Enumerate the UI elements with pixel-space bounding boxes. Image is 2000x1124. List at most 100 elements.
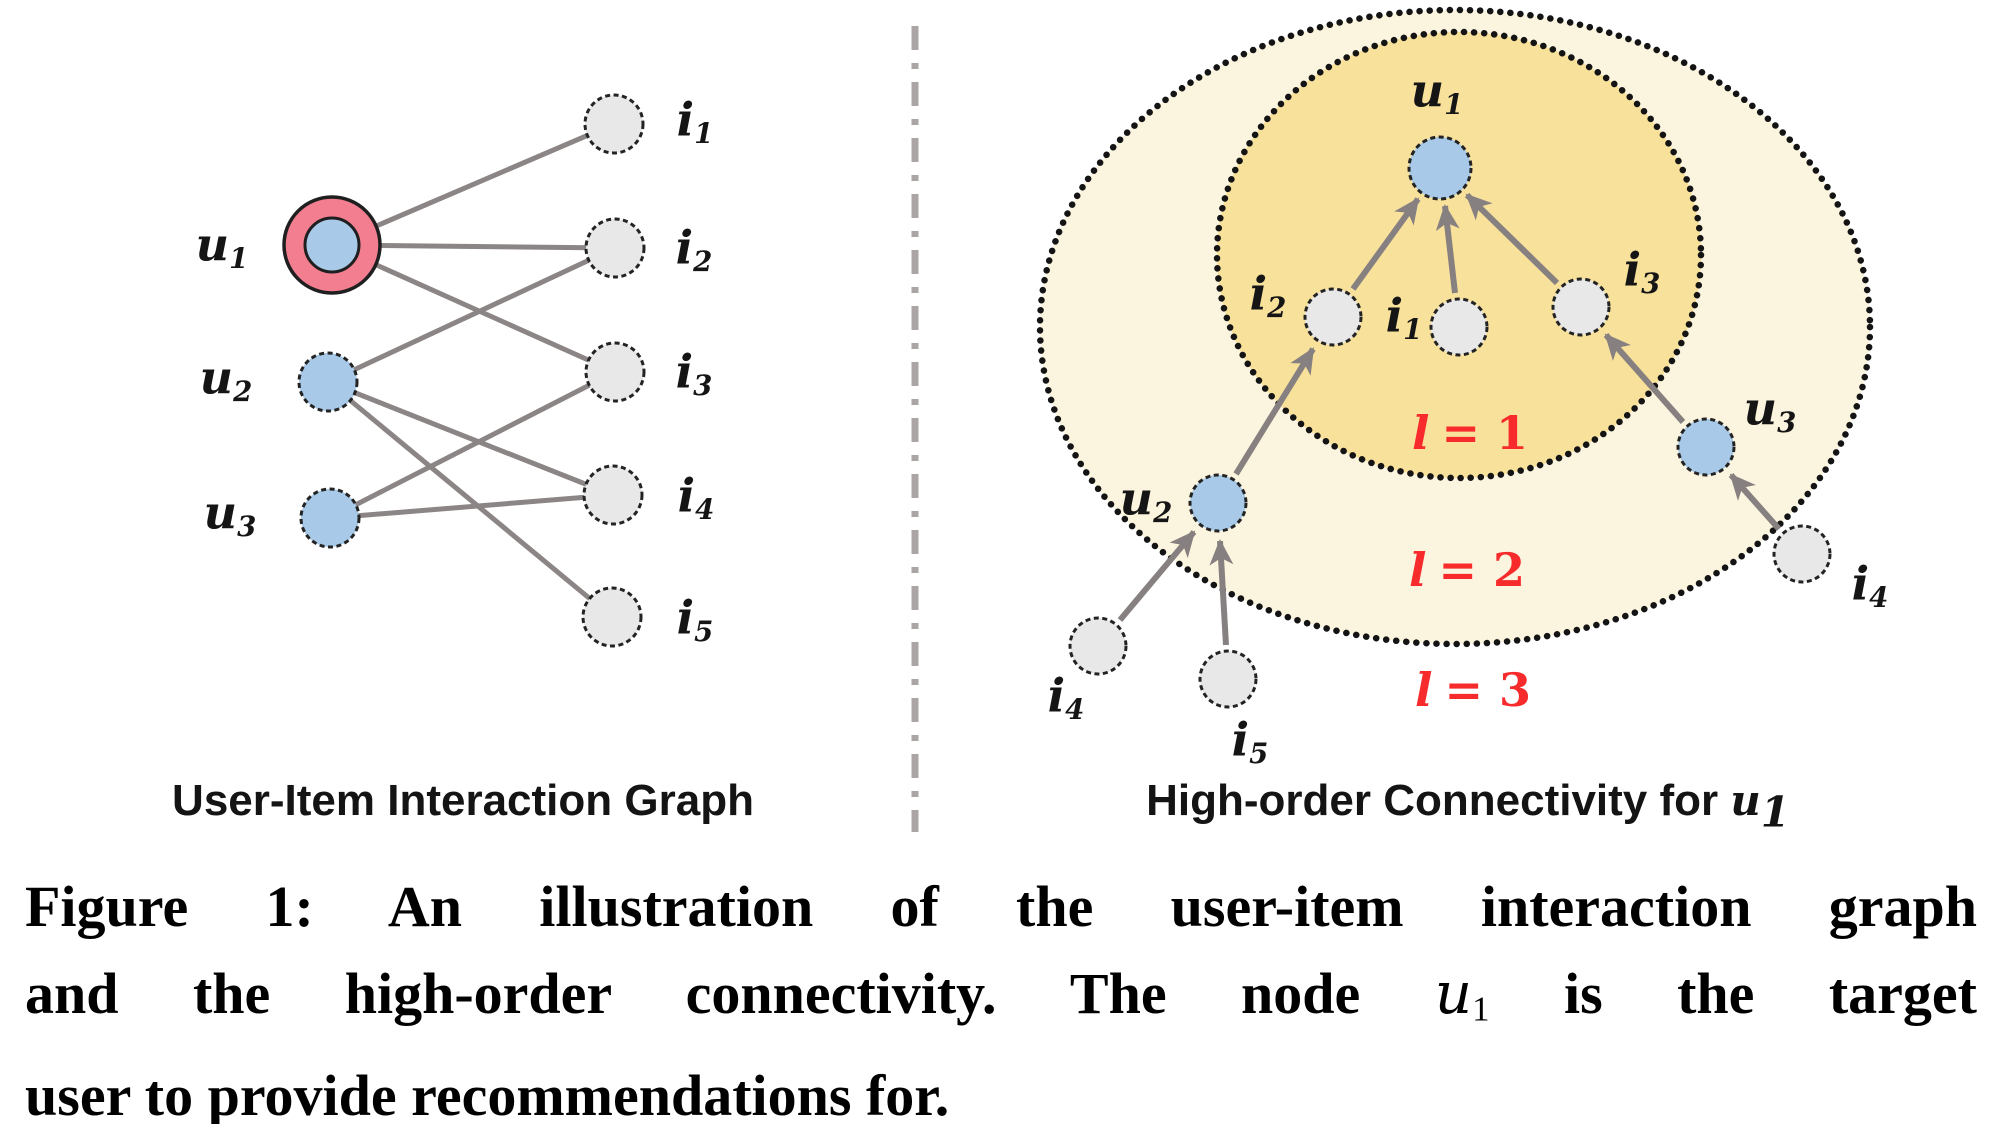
label-u1-left-sub: 1 (229, 242, 249, 276)
label-u2-left: u2 (200, 354, 253, 405)
label-u3-left-base: u (203, 485, 238, 540)
edge-u1-i3 (330, 242, 617, 375)
label-u3-left-sub: 3 (237, 510, 257, 544)
label-i1-left-base: i (676, 92, 695, 147)
label-i3-right-base: i (1623, 242, 1642, 297)
level-label-l3: l= 3 (1415, 667, 1531, 713)
label-i4-left-base: i (677, 468, 696, 523)
label-i1-left-sub: 1 (694, 117, 714, 151)
label-i2-right-base: i (1249, 266, 1268, 321)
label-u2-right-base: u (1119, 471, 1154, 526)
arrow-i1-to-u1 (1435, 204, 1460, 294)
arrow-i5-to-u2 (1209, 539, 1234, 646)
figure-caption-line2-pre: and the high-order connectivity. The nod… (25, 961, 1435, 1026)
node-i2-right (1303, 287, 1363, 347)
figure-caption-line2-math-sub: 1 (1472, 989, 1490, 1029)
figure-caption: Figure 1: An illustration of the user-it… (25, 864, 1977, 1124)
arrow-i2-to-u1 (1350, 197, 1421, 291)
level-l2-symbol: l (1408, 543, 1427, 597)
node-i4b-right (1772, 524, 1832, 584)
edge-u1-i1 (331, 121, 615, 248)
level1-dotted-ellipse (1213, 28, 1705, 482)
figure-caption-line2-post: is the target (1489, 961, 1977, 1026)
label-i1-right-base: i (1385, 288, 1404, 343)
label-i3-left-base: i (675, 344, 694, 399)
label-i3-left: i3 (676, 348, 713, 399)
node-i5-right (1198, 649, 1258, 709)
label-i5-right: i5 (1232, 716, 1269, 767)
label-i5-left-base: i (676, 590, 695, 645)
figure-caption-line3: user to provide recommendations for. (25, 1062, 950, 1124)
node-i3-right (1551, 277, 1611, 337)
label-i1-left: i1 (677, 96, 714, 147)
figure-caption-line2-math-base: u (1434, 959, 1473, 1027)
label-i5-left-sub: 5 (694, 615, 714, 649)
node-i1-left (583, 93, 645, 155)
edge-u3-i3 (328, 369, 617, 521)
node-u1-right (1407, 135, 1473, 201)
label-i4a-right: i4 (1048, 672, 1085, 723)
label-u2-right: u2 (1120, 475, 1173, 526)
edge-u2-i4 (327, 379, 614, 498)
node-i4a-right (1068, 616, 1128, 676)
figure-caption-line1: Figure 1: An illustration of the user-it… (25, 874, 1977, 939)
label-i4b-right-base: i (1851, 556, 1870, 611)
label-i4a-right-base: i (1047, 668, 1066, 723)
label-i3-right: i3 (1624, 246, 1661, 297)
level-l1-symbol: l (1411, 406, 1430, 460)
left-panel-caption: User-Item Interaction Graph (172, 776, 754, 825)
arrow-u3-to-i3 (1603, 333, 1686, 424)
node-i5-left (581, 586, 643, 648)
label-i5-left: i5 (677, 594, 714, 645)
label-u1-left: u1 (196, 221, 249, 272)
label-u2-left-base: u (199, 350, 234, 405)
edge-u2-i2 (326, 245, 617, 385)
right-panel-caption-math-base: u (1730, 775, 1761, 825)
bipartite-edges (326, 121, 617, 619)
node-i3-left (584, 341, 646, 403)
arrow-i4-to-u2 (1117, 530, 1197, 622)
arrow-i3-to-u1 (1464, 192, 1560, 286)
arrow-i4-to-u3 (1728, 473, 1782, 531)
label-i2-left-base: i (675, 220, 694, 275)
label-i4b-right-sub: 4 (1869, 581, 1889, 615)
label-u2-left-sub: 2 (233, 375, 253, 409)
label-u2-right-sub: 2 (1153, 496, 1173, 530)
figure-graphics (282, 6, 1874, 832)
right-panel-caption-text: High-order Connectivity for (1146, 775, 1731, 825)
label-i4a-right-sub: 4 (1065, 693, 1085, 727)
label-u1-left-base: u (195, 217, 230, 272)
level-l3-symbol: l (1414, 663, 1433, 717)
node-u2-left (297, 351, 359, 413)
edge-u3-i4 (329, 492, 614, 521)
edge-u2-i5 (326, 380, 614, 619)
label-i2-right-sub: 2 (1267, 291, 1287, 325)
label-i2-left-sub: 2 (693, 245, 713, 279)
label-u3-right-base: u (1743, 381, 1778, 436)
label-u1-right-base: u (1410, 63, 1445, 118)
node-u3-right (1676, 417, 1736, 477)
label-i1-right-sub: 1 (1403, 313, 1423, 347)
node-i4-left (582, 464, 644, 526)
label-u3-right-sub: 3 (1777, 406, 1797, 440)
right-panel-caption-math-sub: 1 (1760, 787, 1790, 837)
right-panel-caption: High-order Connectivity for u1 (1146, 775, 1790, 837)
connectivity-arrows (1117, 192, 1782, 646)
label-i4-left: i4 (678, 472, 715, 523)
label-i4b-right: i4 (1852, 560, 1889, 611)
level-l1-eq: = 1 (1441, 406, 1529, 460)
figure-caption-line2: and the high-order connectivity. The nod… (25, 950, 1977, 1053)
label-i3-right-sub: 3 (1641, 267, 1661, 301)
label-u1-right: u1 (1411, 67, 1464, 118)
label-i2-left: i2 (676, 224, 713, 275)
level-label-l1: l= 1 (1412, 410, 1528, 456)
level-l3-eq: = 3 (1444, 663, 1532, 717)
label-i2-right: i2 (1250, 270, 1287, 321)
label-u3-left: u3 (204, 489, 257, 540)
node-i1-right (1429, 297, 1489, 357)
label-i1-right: i1 (1386, 292, 1423, 343)
label-i5-right-base: i (1231, 712, 1250, 767)
node-i2-left (584, 217, 646, 279)
arrow-u2-to-i2 (1233, 347, 1316, 476)
